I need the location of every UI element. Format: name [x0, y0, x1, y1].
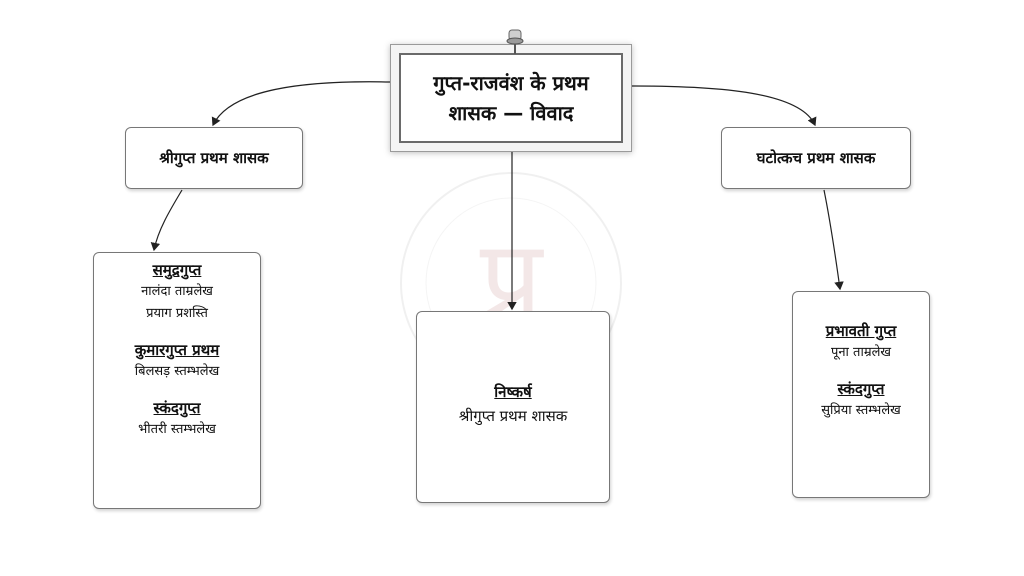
arrow-title-to-left: [211, 81, 391, 127]
title-line-1: गुप्त-राजवंश के प्रथम: [433, 71, 589, 95]
evidence-group: प्रभावती गुप्त पूना ताम्रलेख: [793, 320, 929, 364]
pushpin-icon: [506, 29, 524, 54]
right-branch-box: घटोत्कच प्रथम शासक: [721, 127, 911, 189]
source-line: पूना ताम्रलेख: [830, 345, 892, 360]
ruler-name: समुद्रगुप्त: [152, 261, 202, 279]
conclusion-heading: निष्कर्ष: [494, 383, 532, 401]
title-line-2: शासक — विवाद: [448, 101, 574, 125]
arrow-title-to-right: [631, 85, 817, 127]
title-frame: गुप्त-राजवंश के प्रथम शासक — विवाद: [399, 53, 623, 143]
source-line: प्रयाग प्रशस्ति: [146, 306, 208, 321]
source-line: नालंदा ताम्रलेख: [141, 284, 213, 299]
left-branch-label: श्रीगुप्त प्रथम शासक: [159, 149, 269, 167]
title-box: गुप्त-राजवंश के प्रथम शासक — विवाद: [390, 44, 632, 152]
evidence-group: कुमारगुप्त प्रथम बिलसड़ स्तम्भलेख: [94, 339, 260, 383]
ruler-name: स्कंदगुप्त: [153, 399, 201, 417]
ruler-name: कुमारगुप्त प्रथम: [134, 341, 220, 359]
right-branch-label: घटोत्कच प्रथम शासक: [756, 149, 876, 167]
left-branch-box: श्रीगुप्त प्रथम शासक: [125, 127, 303, 189]
arrow-right-to-leaf: [823, 189, 844, 291]
ruler-name: प्रभावती गुप्त: [825, 322, 897, 340]
conclusion-box: निष्कर्ष श्रीगुप्त प्रथम शासक: [416, 311, 610, 503]
source-line: बिलसड़ स्तम्भलेख: [134, 364, 220, 379]
source-line: भीतरी स्तम्भलेख: [138, 422, 216, 437]
right-evidence-box: प्रभावती गुप्त पूना ताम्रलेख स्कंदगुप्त …: [792, 291, 930, 498]
arrow-left-to-leaf: [150, 189, 183, 252]
source-line: सुप्रिया स्तम्भलेख: [821, 403, 901, 418]
evidence-group: स्कंदगुप्त भीतरी स्तम्भलेख: [94, 397, 260, 441]
evidence-group: समुद्रगुप्त नालंदा ताम्रलेख प्रयाग प्रशस…: [94, 259, 260, 325]
evidence-group: स्कंदगुप्त सुप्रिया स्तम्भलेख: [793, 378, 929, 422]
conclusion-text: श्रीगुप्त प्रथम शासक: [458, 407, 568, 425]
ruler-name: स्कंदगुप्त: [837, 380, 885, 398]
left-evidence-box: समुद्रगुप्त नालंदा ताम्रलेख प्रयाग प्रशस…: [93, 252, 261, 509]
